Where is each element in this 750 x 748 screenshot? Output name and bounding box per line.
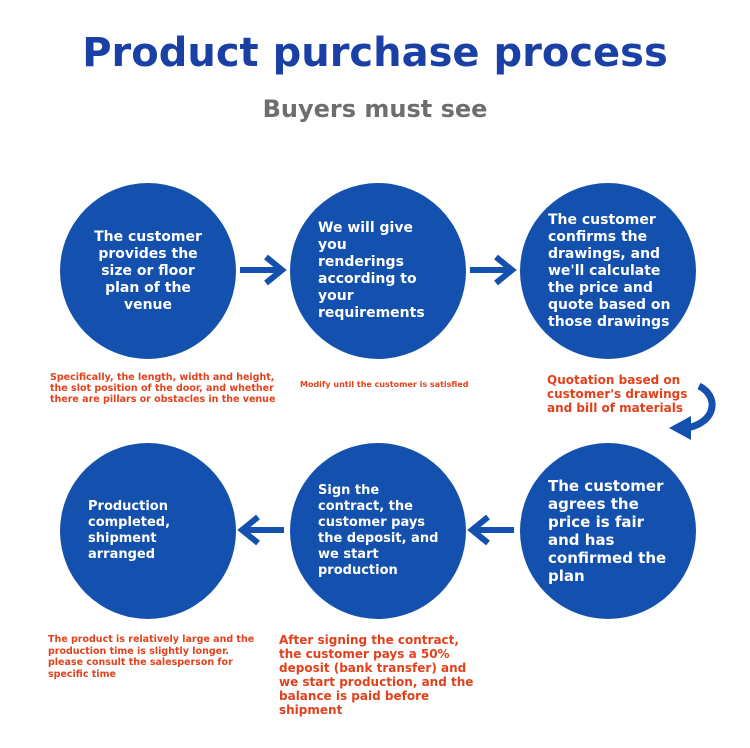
step-5-note: After signing the contract, the customer… [279, 633, 474, 717]
step-2-circle: We will give you renderings according to… [290, 183, 466, 359]
step-3-note: Quotation based on customer's drawings a… [547, 373, 688, 415]
arrow-right-icon [240, 254, 287, 286]
arrow-left-icon [467, 514, 514, 546]
step-2-text: We will give you renderings according to… [318, 220, 425, 321]
step-1-note: Specifically, the length, width and heig… [50, 372, 276, 405]
step-3-circle: The customer confirms the drawings, and … [520, 183, 696, 359]
step-6-note: The product is relatively large and the … [48, 634, 255, 680]
step-5-text: Sign the contract, the customer pays the… [318, 483, 439, 578]
curved-arrow-down-icon [669, 382, 716, 440]
step-1-text: The customer provides the size or floor … [94, 228, 202, 313]
step-6-circle: Production completed, shipment arranged [60, 443, 236, 619]
step-4-text: The customer agrees the price is fair an… [548, 477, 667, 585]
page-subtitle: Buyers must see [262, 95, 488, 123]
step-1-circle: The customer provides the size or floor … [60, 183, 236, 359]
page-title: Product purchase process [82, 30, 668, 76]
step-4-circle: The customer agrees the price is fair an… [520, 443, 696, 619]
step-6-text: Production completed, shipment arranged [88, 499, 171, 562]
step-5-circle: Sign the contract, the customer pays the… [290, 443, 466, 619]
step-2-note: Modify until the customer is satisfied [300, 380, 469, 389]
step-3-text: The customer confirms the drawings, and … [548, 211, 671, 330]
arrow-left-icon [237, 514, 284, 546]
arrow-right-icon [470, 254, 517, 286]
